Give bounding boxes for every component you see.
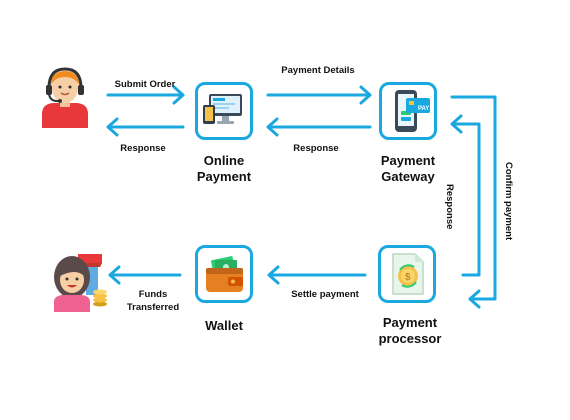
customer-support-agent-icon: [36, 66, 94, 128]
arrow-settle-payment: [267, 265, 367, 285]
arrow-payment-details: [266, 85, 372, 105]
wallet-node: [195, 245, 253, 303]
arrow-response-to-online-payment: [266, 117, 372, 137]
settle-payment-label: Settle payment: [291, 289, 359, 300]
wallet-with-cash-icon: [206, 256, 243, 292]
submit-order-label: Submit Order: [114, 79, 176, 90]
shop-owner-with-coins-icon: [48, 250, 112, 312]
confirm-payment-label: Confirm payment: [503, 162, 514, 241]
response-to-gateway-label: Response: [444, 184, 455, 230]
response-to-online-payment-label: Response: [293, 143, 339, 154]
arrow-confirm-payment: [450, 95, 497, 309]
payment-gateway-label: Payment Gateway: [380, 153, 436, 184]
arrow-funds-transferred: [108, 265, 182, 285]
wallet-label: Wallet: [205, 318, 243, 333]
payment-processor-node: $: [378, 245, 436, 303]
arrow-response-to-customer: [106, 117, 185, 137]
payment-gateway-node: PAY: [379, 82, 437, 140]
desktop-and-tablet-icon: [203, 94, 242, 124]
arrow-submit-order: [106, 85, 185, 105]
funds-transferred-label: Funds Transferred: [126, 289, 180, 313]
svg-text:$: $: [405, 272, 411, 283]
coin-exchange-document-icon: $: [392, 253, 424, 295]
online-payment-node: [195, 82, 253, 140]
payment-processor-label: Payment processor: [378, 315, 442, 346]
payment-details-label: Payment Details: [281, 65, 355, 76]
response-to-customer-label: Response: [120, 143, 166, 154]
mobile-pay-card-icon: PAY: [395, 90, 430, 132]
online-payment-label: Online Payment: [196, 153, 252, 184]
arrow-response-to-gateway: [450, 114, 481, 277]
gateway-pay-text: PAY: [418, 106, 429, 112]
